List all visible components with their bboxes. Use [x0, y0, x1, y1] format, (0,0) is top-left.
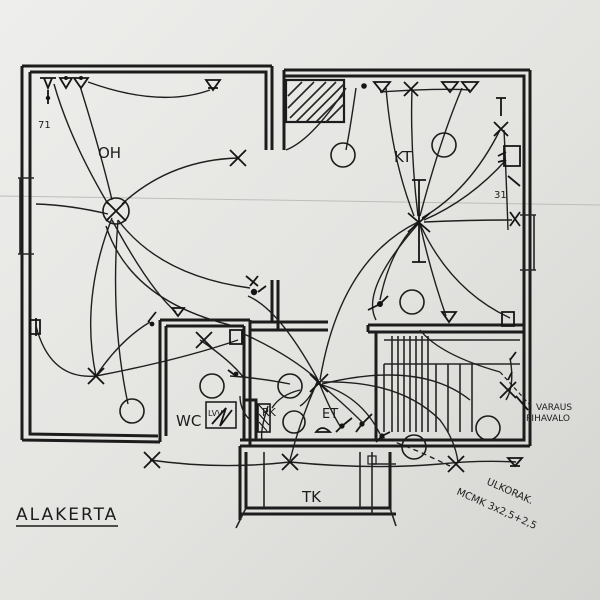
room-label-oh: OH: [98, 144, 121, 162]
chimney-hatch: [284, 78, 346, 124]
entrance-porch: [235, 446, 397, 529]
staircase: [383, 336, 520, 432]
room-label-pk: PK: [262, 406, 277, 419]
inner-partitions: [158, 280, 524, 446]
window-right: [520, 214, 536, 271]
window-left: [18, 177, 34, 255]
circuit-label-71: 71: [38, 120, 51, 131]
circuit-label-31: 31: [494, 190, 507, 201]
ceiling-lights: [119, 132, 501, 460]
switches-and-sockets: [29, 76, 529, 468]
room-label-et: ET: [322, 407, 338, 422]
fold-line: [0, 195, 600, 206]
dashed-routes: [379, 371, 531, 467]
outer-walls: [20, 64, 532, 448]
room-label-tk: TK: [301, 488, 322, 506]
wiring-routes: [35, 81, 517, 468]
lvv-unit: [205, 401, 237, 429]
room-label-wc: WC: [176, 412, 201, 430]
room-label-lvv: LVV: [208, 409, 223, 418]
room-label-kt: KT: [394, 148, 413, 166]
junction-marks: [87, 81, 521, 473]
drawing-title: ALAKERTA: [16, 505, 118, 525]
note-pihavalo: PIHAVALO: [526, 414, 570, 424]
main-light-oh: [102, 197, 130, 225]
note-varaus: VARAUS: [536, 403, 572, 413]
